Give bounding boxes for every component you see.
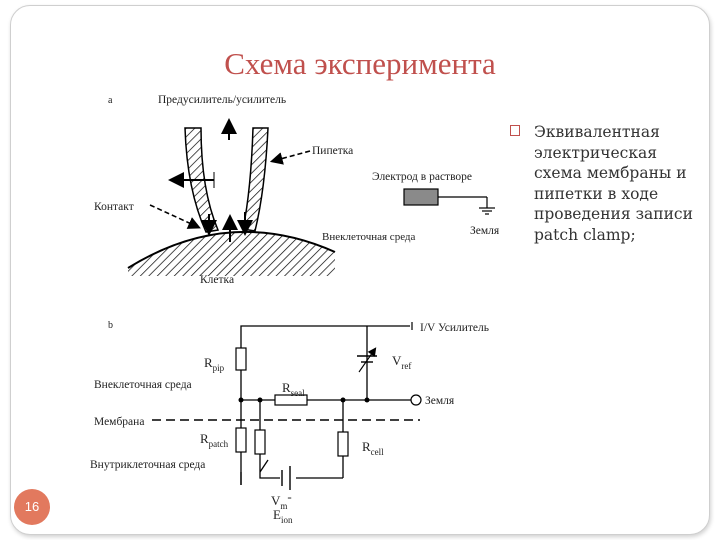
cell-label: Клетка xyxy=(200,274,234,286)
extracellular-label-b: Внеклеточная среда xyxy=(94,379,192,391)
switch-icon xyxy=(259,459,269,473)
left-arrow-icon xyxy=(168,172,215,188)
resistor-r-cell xyxy=(337,431,349,457)
page-number-badge: 16 xyxy=(14,489,50,525)
cell-membrane-line xyxy=(127,230,336,269)
bath-electrode xyxy=(403,188,439,206)
square-bullet-icon xyxy=(510,125,520,136)
panel-b-label: b xyxy=(108,320,113,331)
contact-pointer-arrow xyxy=(149,204,201,229)
bath-electrode-label: Электрод в растворе xyxy=(372,171,472,183)
r-patch-label: Rpatch xyxy=(200,431,229,449)
cell-surface xyxy=(128,231,335,276)
r-pip-label: Rpip xyxy=(204,355,225,373)
amplifier-label: Предусилитель/усилитель xyxy=(158,94,286,106)
junction-dots xyxy=(238,397,370,403)
ground-label-b: Земля xyxy=(425,395,455,407)
slide-title: Схема эксперимента xyxy=(224,46,496,81)
r-cell-label: Rcell xyxy=(362,439,384,457)
bullet-text: Эквивалентная электрическая схема мембра… xyxy=(534,123,693,244)
pipette-pointer-arrow xyxy=(269,150,311,165)
eion-label: Eion xyxy=(273,507,293,525)
resistor-r-seal xyxy=(274,394,308,406)
resistor-r-patch-2 xyxy=(254,429,266,455)
ground-terminal xyxy=(410,394,422,406)
v-ref-source xyxy=(357,347,377,373)
resistor-r-patch xyxy=(235,427,247,453)
slide-frame xyxy=(10,5,710,535)
intracellular-label: Внутриклеточная среда xyxy=(90,459,205,471)
contact-label: Контакт xyxy=(94,201,134,213)
ground-symbol-icon xyxy=(438,196,495,215)
panel-a-label: a xyxy=(108,95,113,106)
v-ref-label: Vref xyxy=(392,353,411,371)
r-seal-label: Rseal xyxy=(282,380,305,398)
battery-icon xyxy=(281,466,291,490)
ground-label-a: Земля xyxy=(470,225,500,237)
pipette-label: Пипетка xyxy=(312,145,353,157)
extracellular-label-a: Внеклеточная среда xyxy=(322,231,416,243)
iv-amplifier-label: I/V Усилитель xyxy=(420,322,489,334)
resistor-r-pip xyxy=(235,347,247,371)
vm-label: Vm- xyxy=(271,489,292,511)
membrane-label: Мембрана xyxy=(94,416,144,428)
pipette-right-wall xyxy=(242,127,269,232)
